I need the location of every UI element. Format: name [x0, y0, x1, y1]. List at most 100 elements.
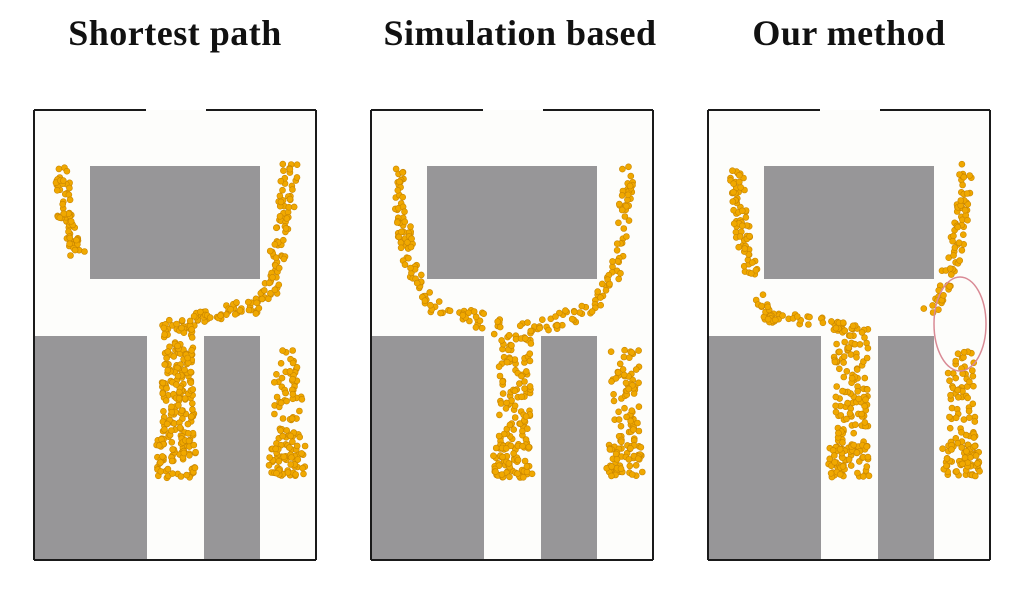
- agent-dot: [853, 449, 861, 456]
- agent-dot: [180, 449, 188, 457]
- agent-dot: [472, 324, 480, 331]
- agent-dot: [181, 366, 188, 374]
- agent-dot: [570, 308, 578, 316]
- agent-dot: [185, 437, 193, 445]
- agent-dot: [265, 461, 273, 469]
- agent-dot: [747, 270, 755, 277]
- agent-dot: [954, 386, 962, 394]
- agent-dot: [197, 308, 204, 316]
- agent-dot: [407, 264, 414, 272]
- agent-dot: [854, 469, 861, 477]
- agent-dot: [192, 448, 199, 456]
- panel-title-shortest-path: Shortest path: [68, 13, 282, 53]
- agent-dot: [496, 372, 504, 380]
- agent-dot: [848, 374, 856, 382]
- agent-dot: [827, 469, 835, 477]
- agent-dot: [164, 465, 172, 473]
- agent-dot: [951, 244, 959, 251]
- agent-dot: [282, 389, 289, 397]
- agent-dot: [863, 463, 871, 470]
- agent-dot: [280, 453, 288, 461]
- agent-dot: [831, 458, 839, 466]
- agent-dot: [771, 316, 779, 324]
- agent-dot: [598, 280, 606, 288]
- agent-dot: [729, 167, 736, 174]
- agent-dot: [178, 324, 185, 332]
- agent-dot: [159, 390, 166, 397]
- agent-dot: [502, 405, 510, 412]
- agent-dot: [398, 228, 405, 236]
- agent-dot: [510, 426, 518, 433]
- agent-dot: [293, 442, 301, 450]
- agent-dot: [293, 161, 301, 168]
- agent-dot: [954, 439, 962, 447]
- agent-dot: [497, 400, 505, 407]
- agent-dot: [621, 346, 628, 354]
- agent-dot: [832, 324, 840, 332]
- agent-dot: [946, 265, 954, 272]
- agent-dot: [607, 348, 615, 356]
- agent-dot: [940, 291, 947, 299]
- agent-dot: [280, 167, 287, 174]
- agent-dot: [963, 190, 971, 197]
- agent-dot: [832, 408, 840, 416]
- agent-dot: [946, 413, 953, 421]
- agent-dot: [612, 374, 620, 382]
- agent-dot: [163, 420, 171, 428]
- agent-dot: [437, 309, 444, 317]
- agent-dot: [632, 461, 640, 469]
- agent-dot: [188, 413, 195, 420]
- obstacle-bottom-left: [709, 336, 821, 559]
- agent-dot: [947, 271, 955, 278]
- agent-dot: [396, 178, 403, 186]
- agent-dot: [779, 312, 786, 319]
- agent-dot: [735, 178, 743, 186]
- agent-dot: [618, 438, 625, 446]
- agent-dot: [516, 322, 524, 330]
- agent-dot: [499, 378, 506, 385]
- agent-dot: [952, 357, 960, 365]
- agent-dot: [620, 225, 628, 232]
- agent-dot: [292, 471, 300, 478]
- agent-dot: [735, 172, 743, 179]
- agent-dot: [526, 383, 534, 390]
- agent-dot: [613, 455, 621, 463]
- agent-dot: [527, 327, 535, 335]
- agent-dot: [168, 457, 176, 465]
- agent-dot: [399, 193, 407, 201]
- agent-dot: [526, 350, 534, 358]
- agent-dot: [608, 463, 615, 470]
- agent-dot: [277, 359, 285, 367]
- agent-dot: [628, 407, 636, 415]
- agent-dot: [188, 334, 196, 341]
- agent-dot: [401, 218, 409, 226]
- agent-dot: [394, 187, 402, 194]
- agent-dot: [73, 236, 80, 244]
- agent-dot: [271, 286, 279, 294]
- agent-dot: [959, 231, 967, 238]
- agent-dot: [499, 390, 507, 397]
- agent-dot: [508, 342, 515, 349]
- agent-dot: [615, 275, 623, 283]
- agent-dot: [959, 181, 966, 189]
- agent-dot: [974, 460, 981, 467]
- agent-dot: [968, 367, 976, 374]
- agent-dot: [399, 169, 407, 176]
- agent-dot: [852, 421, 859, 429]
- agent-dot: [287, 432, 294, 440]
- agent-dot: [966, 172, 974, 179]
- agent-dot: [187, 368, 194, 376]
- agent-dot: [408, 235, 415, 242]
- agent-dot: [67, 252, 74, 259]
- agent-dot: [833, 340, 840, 348]
- agent-dot: [847, 462, 855, 469]
- agent-dot: [955, 239, 963, 246]
- agent-dot: [279, 186, 286, 194]
- agent-dot: [498, 471, 506, 478]
- agent-dot: [446, 307, 454, 315]
- agent-dot: [752, 266, 760, 274]
- obstacle-bottom-left: [35, 336, 147, 559]
- agent-dot: [66, 240, 73, 248]
- agent-dot: [615, 408, 622, 416]
- agent-dot: [236, 306, 244, 314]
